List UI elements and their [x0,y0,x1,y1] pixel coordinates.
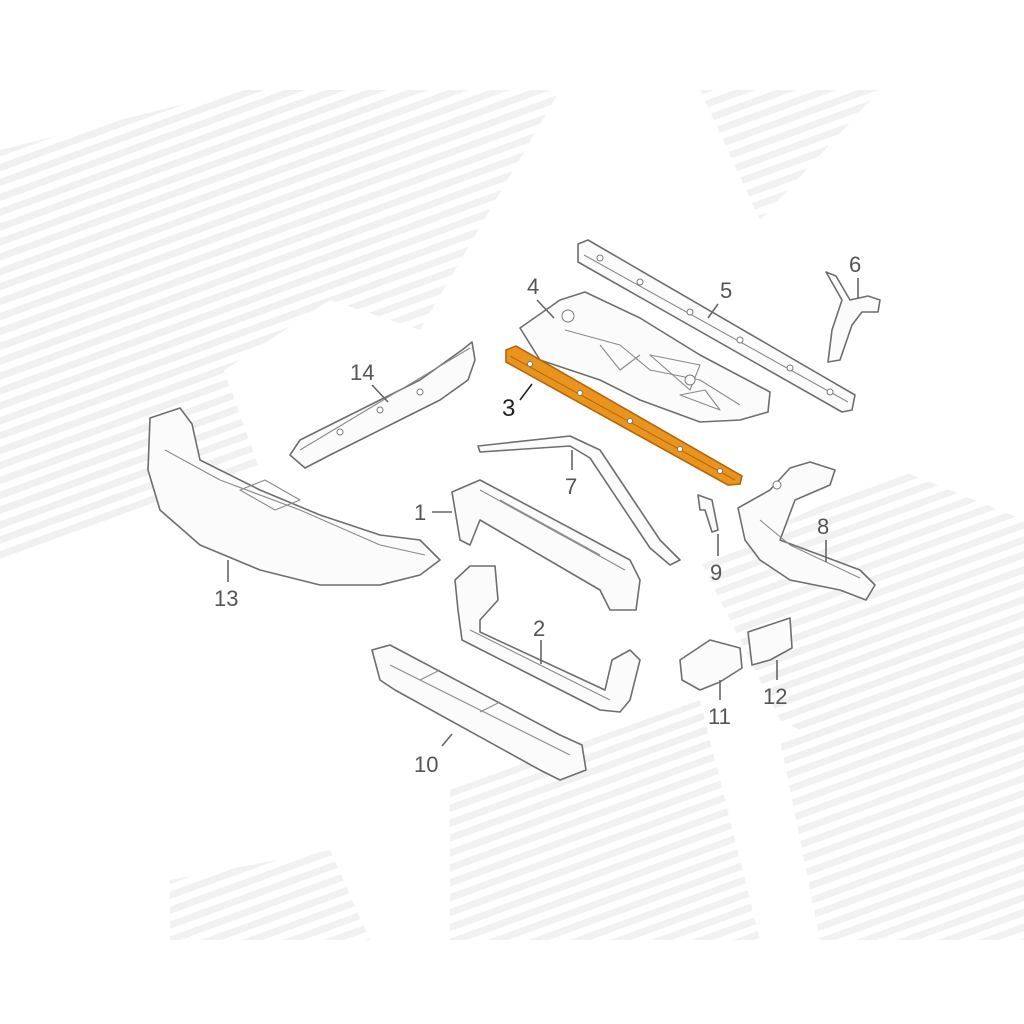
callout-4: 4 [527,274,539,299]
callout-labels: 1 2 3 4 5 6 7 8 9 10 11 12 13 14 [214,252,861,777]
callout-7: 7 [565,474,577,499]
callout-10: 10 [414,752,438,777]
part-5-upper-tie-bar [577,239,856,413]
part-1-radiator-support [451,479,641,611]
part-12-mount [747,617,793,666]
callout-9: 9 [710,560,722,585]
callout-5: 5 [720,278,732,303]
part-2-lower-frame [454,565,641,713]
part-8-side-member [737,461,876,601]
callout-12: 12 [763,684,787,709]
part-6-bracket [825,271,881,363]
callout-2: 2 [533,616,545,641]
part-3-highlighted-reinforcement-bar [505,345,743,486]
callout-3: 3 [502,395,515,422]
callout-11: 11 [708,704,731,729]
leader-lines [227,278,859,747]
part-14-side-bracket [289,341,476,469]
part-11-mount [679,639,743,691]
part-10-lower-beam [371,644,587,781]
part-13-underbody-shield [147,407,441,586]
part-7-support-rod [477,435,681,566]
callout-14: 14 [350,360,374,385]
part-4-support-panel [519,291,771,423]
callout-6: 6 [849,252,861,277]
callout-1: 1 [414,500,426,525]
callout-13: 13 [214,586,238,611]
part-9-small-bracket [697,494,719,533]
callout-8: 8 [817,514,829,539]
